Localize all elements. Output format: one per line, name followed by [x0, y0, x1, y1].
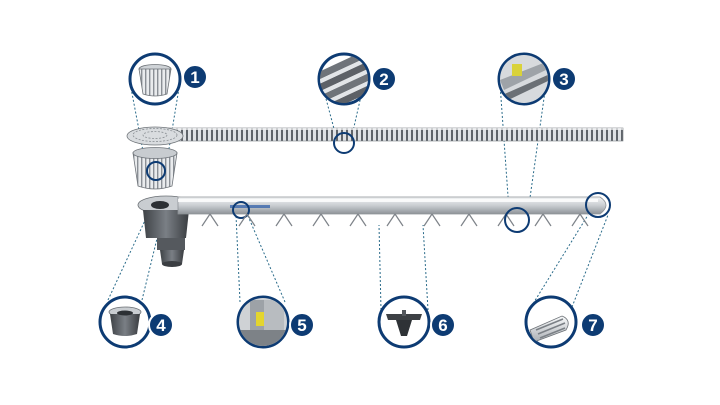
end-cap-icon [529, 315, 569, 343]
highlight-ring-end-cap [585, 192, 611, 218]
callout-5-badge [289, 312, 315, 338]
round-grate [126, 126, 184, 146]
callout-2-badge [371, 66, 397, 92]
channel-end-icon [500, 55, 548, 103]
callout-6-number: 6 [438, 316, 447, 335]
callout-6-badge [430, 312, 456, 338]
channel-joint-icon [239, 298, 287, 346]
slot-grate-bar [164, 127, 624, 142]
channel-foot [357, 213, 367, 227]
channel-foot [349, 213, 359, 227]
channel-foot [423, 213, 433, 227]
drain-channel [177, 196, 607, 219]
callout-1-badge [182, 64, 208, 90]
highlight-ring-grate [333, 132, 355, 154]
channel-feet [201, 213, 589, 227]
channel-foot [275, 213, 285, 227]
slot-grate-icon [320, 55, 368, 103]
height-adjuster-foot-icon [386, 310, 422, 336]
callout-5-number: 5 [297, 316, 306, 335]
channel-foot [542, 213, 552, 227]
basket-strainer-icon [138, 64, 172, 97]
channel-foot [460, 213, 470, 227]
callout-7-number: 7 [588, 316, 597, 335]
callout-1-number: 1 [190, 68, 199, 87]
callout-3-number: 3 [559, 70, 568, 89]
channel-foot [505, 213, 515, 227]
callout-2[interactable]: 2 [313, 52, 397, 111]
gully-outlet-icon [108, 306, 142, 336]
channel-foot [579, 213, 589, 227]
channel-foot [320, 213, 330, 227]
callout-2-number: 2 [379, 70, 388, 89]
channel-foot [209, 213, 219, 227]
callout-7-badge [580, 312, 606, 338]
channel-foot [283, 213, 293, 227]
channel-foot [386, 213, 396, 227]
channel-foot [571, 213, 581, 227]
callout-7[interactable]: 7 [524, 295, 606, 349]
channel-foot [534, 213, 544, 227]
channel-foot [246, 213, 256, 227]
channel-foot [431, 213, 441, 227]
callout-1[interactable]: 1 [128, 52, 208, 106]
channel-foot [468, 213, 478, 227]
channel-foot [201, 213, 211, 227]
callout-4[interactable]: 4 [98, 295, 174, 349]
callout-3-badge [551, 66, 577, 92]
callout-4-number: 4 [156, 316, 166, 335]
callout-5[interactable]: 5 [236, 295, 315, 349]
callout-4-badge [148, 312, 174, 338]
callout-3[interactable]: 3 [497, 52, 577, 106]
leader-lines [107, 83, 609, 311]
channel-foot [394, 213, 404, 227]
channel-foot [312, 213, 322, 227]
basket-strainer [132, 147, 178, 190]
highlight-ring-channel-end [504, 207, 530, 233]
channel-foot [238, 213, 248, 227]
gully-body [137, 195, 195, 267]
callout-6[interactable]: 6 [377, 295, 456, 349]
